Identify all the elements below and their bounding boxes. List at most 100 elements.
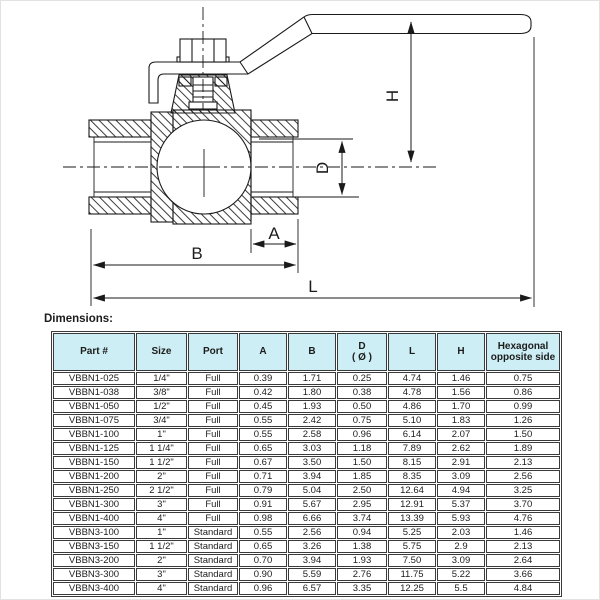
table-cell: 4.78	[388, 386, 436, 399]
table-cell: 4.84	[486, 582, 560, 595]
table-cell: VBBN3-400	[53, 582, 135, 595]
table-cell: 1 1/2"	[136, 456, 187, 469]
column-header-size: Size	[136, 333, 187, 371]
table-cell: 1 1/4"	[136, 442, 187, 455]
table-cell: 1.50	[337, 456, 387, 469]
table-cell: Full	[188, 498, 238, 511]
table-cell: VBBN1-100	[53, 428, 135, 441]
table-cell: Full	[188, 442, 238, 455]
dimension-A: A	[250, 219, 299, 273]
table-cell: 0.39	[239, 372, 287, 385]
column-header-b: B	[288, 333, 336, 371]
table-cell: 4.86	[388, 400, 436, 413]
table-cell: 2.42	[288, 414, 336, 427]
table-cell: Full	[188, 414, 238, 427]
table-cell: 0.75	[486, 372, 560, 385]
table-cell: 0.94	[337, 526, 387, 539]
table-cell: 5.5	[437, 582, 485, 595]
table-cell: 7.89	[388, 442, 436, 455]
table-cell: 1.26	[486, 414, 560, 427]
table-cell: 3.25	[486, 484, 560, 497]
table-cell: VBBN1-025	[53, 372, 135, 385]
table-cell: 3.66	[486, 568, 560, 581]
table-cell: 8.15	[388, 456, 436, 469]
table-cell: 6.14	[388, 428, 436, 441]
handle	[148, 13, 532, 104]
table-cell: 0.67	[239, 456, 287, 469]
table-cell: Standard	[188, 526, 238, 539]
table-cell: 0.75	[337, 414, 387, 427]
table-header-row: Part # Size Port A B D ( Ø ) L H Hexagon…	[53, 333, 560, 371]
table-cell: 6.57	[288, 582, 336, 595]
table-cell: 5.59	[288, 568, 336, 581]
table-cell: 13.39	[388, 512, 436, 525]
table-cell: 0.55	[239, 414, 287, 427]
table-cell: 2.95	[337, 498, 387, 511]
table-cell: 3.74	[337, 512, 387, 525]
table-cell: 2.91	[437, 456, 485, 469]
table-cell: 2.50	[337, 484, 387, 497]
table-cell: Full	[188, 512, 238, 525]
table-cell: 0.70	[239, 554, 287, 567]
table-cell: Full	[188, 428, 238, 441]
table-cell: 2.13	[486, 456, 560, 469]
table-cell: 12.91	[388, 498, 436, 511]
table-cell: VBBN1-200	[53, 470, 135, 483]
table-cell: 2.9	[437, 540, 485, 553]
table-cell: 1.85	[337, 470, 387, 483]
column-header-a: A	[239, 333, 287, 371]
table-cell: 2.07	[437, 428, 485, 441]
table-cell: 11.75	[388, 568, 436, 581]
table-cell: 5.25	[388, 526, 436, 539]
table-cell: 5.75	[388, 540, 436, 553]
table-cell: 5.10	[388, 414, 436, 427]
table-cell: 1.80	[288, 386, 336, 399]
table-cell: 5.67	[288, 498, 336, 511]
column-header-hex: Hexagonal opposite side	[486, 333, 560, 371]
table-cell: 2.03	[437, 526, 485, 539]
table-cell: 0.38	[337, 386, 387, 399]
table-cell: 6.66	[288, 512, 336, 525]
table-cell: Full	[188, 372, 238, 385]
table-cell: 2.13	[486, 540, 560, 553]
table-cell: 4.94	[437, 484, 485, 497]
dimension-H: H	[383, 21, 535, 307]
table-cell: 2.56	[288, 526, 336, 539]
dimensions-heading: Dimensions:	[44, 313, 114, 325]
table-cell: 3.26	[288, 540, 336, 553]
table-cell: 3.70	[486, 498, 560, 511]
table-cell: 0.50	[337, 400, 387, 413]
column-header-h: H	[437, 333, 485, 371]
table-cell: 2.76	[337, 568, 387, 581]
table-cell: VBBN1-250	[53, 484, 135, 497]
table-cell: 4"	[136, 582, 187, 595]
table-cell: 1.56	[437, 386, 485, 399]
table-cell: 2"	[136, 554, 187, 567]
table-cell: Standard	[188, 568, 238, 581]
table-cell: 1.38	[337, 540, 387, 553]
table-cell: 0.86	[486, 386, 560, 399]
column-header-part: Part #	[53, 333, 135, 371]
dimension-L: L	[92, 277, 533, 302]
table-cell: VBBN1-038	[53, 386, 135, 399]
dimensions-table: Part # Size Port A B D ( Ø ) L H Hexagon…	[51, 331, 562, 597]
table-cell: 4.74	[388, 372, 436, 385]
table-cell: 0.96	[239, 582, 287, 595]
table-cell: 1/2"	[136, 400, 187, 413]
table-cell: 1"	[136, 428, 187, 441]
table-cell: VBBN3-300	[53, 568, 135, 581]
table-cell: VBBN1-125	[53, 442, 135, 455]
table-cell: 0.55	[239, 526, 287, 539]
